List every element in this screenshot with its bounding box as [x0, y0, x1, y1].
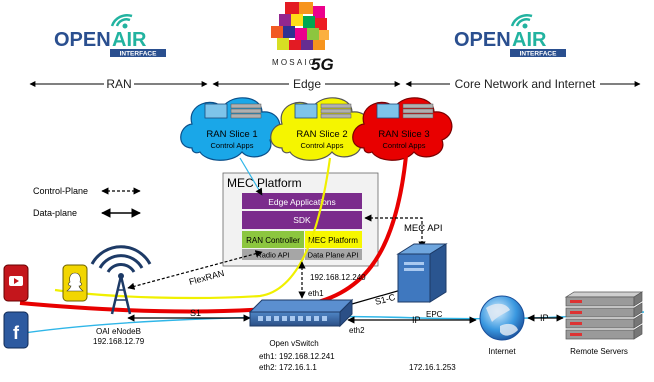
ran-slice-1-cloud: RAN Slice 1 Control Apps — [180, 97, 281, 161]
oai-open-text: OPEN — [54, 29, 111, 51]
edge-label-bg — [289, 77, 325, 90]
core-domain-label: Core Network and Internet — [455, 77, 596, 91]
oai-interface-text: INTERFACE — [120, 51, 158, 58]
sdk-layer — [242, 211, 362, 229]
core-label-bg — [450, 77, 600, 90]
edge-apps-layer — [242, 193, 362, 209]
oai-wifi-icon-right — [510, 14, 533, 29]
oai-air-text: AIR — [112, 29, 147, 51]
slice-3-server-icon — [376, 103, 434, 119]
data-plane-api-block — [305, 249, 362, 260]
oai-interface-bar-right — [510, 49, 566, 57]
remote-servers-label: Remote Servers — [570, 347, 628, 356]
mec-platform: MEC Platform Edge Applications SDK RAN C… — [222, 172, 379, 267]
epc-ip-label: 172.16.1.253 — [409, 363, 456, 372]
oai-logo-right: OPEN AIR INTERFACE — [454, 14, 566, 58]
ovs-eth2-label: eth2: 172.16.1.1 — [259, 363, 317, 372]
s1-label: S1 — [190, 308, 201, 318]
slice-3-name: RAN Slice 3 — [378, 129, 429, 140]
oai-interface-bar — [110, 49, 166, 57]
oai-wifi-icon — [110, 14, 133, 29]
slice-2-name: RAN Slice 2 — [296, 129, 347, 140]
ran-domain-label: RAN — [106, 77, 131, 91]
edge-apps-label: Edge Applications — [268, 197, 336, 207]
enodeb-antenna-icon — [90, 245, 152, 315]
mec-api-link — [364, 214, 426, 249]
data-plane-api-label: Data Plane API — [308, 251, 359, 260]
mec-platform-block-label: MEC Platform — [308, 236, 358, 245]
enb-name-label: OAI eNodeB — [96, 327, 141, 336]
slice-1-sub: Control Apps — [211, 141, 254, 150]
ran-controller-label: RAN Controller — [246, 236, 300, 245]
legend: Control-Plane Data-plane — [33, 186, 141, 218]
open-vswitch-icon — [248, 298, 354, 328]
slice-3-sub: Control Apps — [383, 141, 426, 150]
legend-data-label: Data-plane — [33, 208, 77, 218]
eth2-label: eth2 — [349, 326, 365, 335]
youtube-phone-icon — [3, 264, 29, 302]
mec-platform-title: MEC Platform — [227, 176, 302, 190]
remote-servers-icon — [564, 291, 644, 340]
oai-logo-left: OPEN AIR INTERFACE — [54, 14, 166, 58]
ovs-name-label: Open vSwitch — [269, 339, 318, 348]
s1c-label: S1-C — [374, 292, 397, 307]
slice-2-sub: Control Apps — [301, 141, 344, 150]
mec-api-label: MEC API — [404, 223, 443, 234]
mec-platform-block — [305, 231, 362, 248]
legend-control-label: Control-Plane — [33, 186, 88, 196]
oai-open-text-right: OPEN — [454, 29, 511, 51]
server-rack-2 — [565, 302, 643, 318]
svg-text:f: f — [13, 323, 20, 343]
server-rack-4 — [565, 324, 643, 340]
ip-mid-label: IP — [412, 315, 421, 325]
ovs-eth1-label: eth1: 192.168.12.241 — [259, 352, 335, 361]
server-rack-1 — [564, 291, 644, 307]
oai-air-text-right: AIR — [512, 29, 547, 51]
epc-server-icon — [396, 243, 448, 303]
edge-domain-label: Edge — [293, 77, 321, 91]
sdk-label: SDK — [293, 215, 311, 225]
mosaic-tiles — [271, 2, 329, 50]
radio-api-label: Radio API — [256, 251, 289, 260]
slice-1-control-link — [239, 157, 263, 196]
mec-eth1-label: eth1 — [308, 289, 324, 298]
ran-label-bg — [104, 77, 134, 90]
slice-1-server-icon — [204, 103, 262, 119]
mosaic-5g-logo: MOSAIC 5G — [271, 2, 334, 74]
epc-label: EPC — [426, 310, 443, 319]
ran-slice-3-cloud: RAN Slice 3 Control Apps — [352, 97, 453, 161]
snapchat-phone-icon — [62, 264, 88, 302]
yellow-data-path — [54, 157, 332, 300]
flexran-link — [127, 250, 263, 290]
internet-globe-icon — [479, 295, 525, 341]
ip-right-label: IP — [540, 313, 549, 323]
oai-interface-text-right: INTERFACE — [520, 51, 558, 58]
mec-ip-label: 192.168.12.240 — [310, 273, 366, 282]
slice-1-name: RAN Slice 1 — [206, 129, 257, 140]
ran-slice-2-cloud: RAN Slice 2 Control Apps — [270, 97, 371, 161]
radio-api-block — [242, 249, 304, 260]
enb-ip-label: 192.168.12.79 — [93, 337, 145, 346]
mosaic-5g-text: 5G — [311, 55, 334, 74]
mosaic-text: MOSAIC — [272, 58, 317, 67]
ran-controller-block — [242, 231, 304, 248]
facebook-phone-icon: f — [3, 311, 29, 349]
server-rack-3 — [565, 313, 643, 329]
slice-2-server-icon — [294, 103, 352, 119]
internet-label: Internet — [488, 347, 516, 356]
